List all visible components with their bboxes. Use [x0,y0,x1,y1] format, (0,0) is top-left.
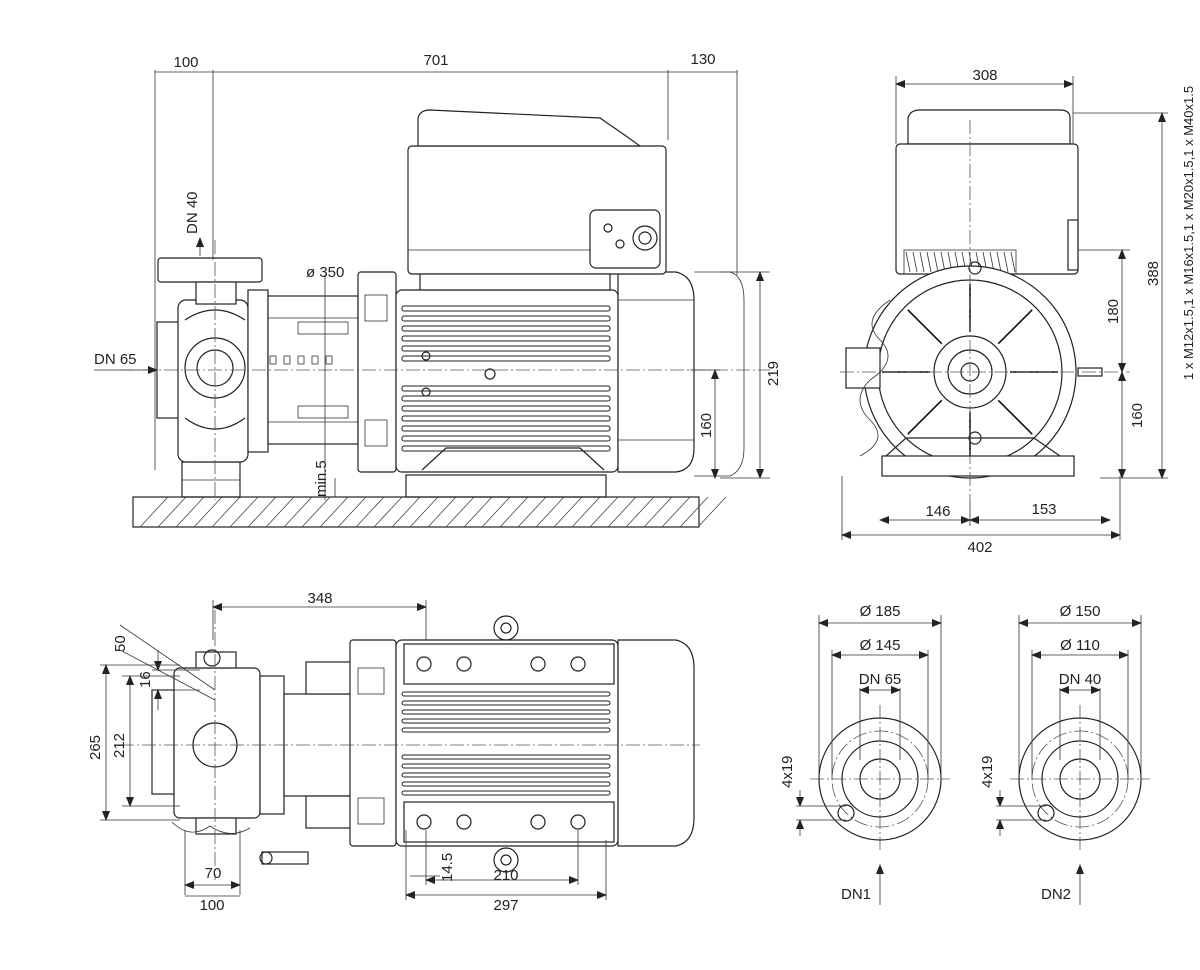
dim-discharge-nozzle: DN 65 [94,351,137,368]
flange-dn65-label: DN1 [841,886,871,903]
dim-total-height: 219 [765,361,782,386]
end-drive-box [895,109,1079,275]
flange-dn65: Ø 185 Ø 145 DN 65 4x19 DN1 [779,603,950,905]
top-view: 348 50 16 265 212 70 100 14.5 210 297 [87,590,700,914]
dim-bolt-hole: 14.5 [439,853,456,882]
dim-height-to-box: 388 [1145,261,1162,286]
foundation-base [132,496,727,528]
dim-outer-width: 265 [87,735,104,760]
dim-foot-spacing: 70 [205,865,222,882]
dim-lip: 16 [137,671,154,688]
dim-right-half: 153 [1031,501,1056,518]
flange-dn40-nominal: DN 40 [1059,671,1102,688]
flange-dn40: Ø 150 Ø 110 DN 40 4x19 DN2 [979,603,1150,905]
motor-flange [357,271,397,473]
flange-dn40-holes: 4x19 [979,755,996,788]
dim-foot-length: 210 [493,867,518,884]
dim-top-width: 308 [972,67,997,84]
dim-base-offset: 100 [199,897,224,914]
cable-gland-spec: 1 x M12x1.5,1 x M16x1.5,1 x M20x1.5,1 x … [1181,86,1196,380]
top-dimensions [100,600,607,900]
dim-end-shaft-height: 160 [1129,403,1146,428]
top-motor-body [395,615,619,873]
side-view: 100 701 130 DN 40 ø 350 DN 65 219 160 mi… [94,51,782,528]
dim-motor-overhang: 130 [690,51,715,68]
top-fan-cover [617,639,695,847]
side-dimensions [94,70,770,500]
flange-dn65-bolt-circle: Ø 145 [860,637,901,654]
flange-dn65-outer-diameter: Ø 185 [860,603,901,620]
flange-dn40-bolt-circle: Ø 110 [1060,637,1100,654]
flange-dn40-label: DN2 [1041,886,1071,903]
motor-end-shield [845,261,1103,479]
flange-dn65-nominal: DN 65 [859,671,902,688]
dim-inlet-offset: 100 [173,54,198,71]
dim-box-offset: 180 [1105,299,1122,324]
dim-base-length: 297 [493,897,518,914]
end-dimensions [841,76,1168,540]
pump-casing [156,257,269,463]
dim-flange-diameter: ø 350 [306,264,344,281]
fan-cover [617,271,695,473]
motor-body [395,289,619,473]
dim-overall-length: 701 [423,52,448,69]
dim-min-clearance: min.5 [313,460,330,497]
drive-box [407,109,667,291]
dim-angle: 50 [112,635,129,652]
dim-inner-width: 212 [111,733,128,758]
dim-suction-nozzle: DN 40 [184,191,201,234]
dim-overall-width: 402 [967,539,992,556]
flange-dn40-outer-diameter: Ø 150 [1060,603,1101,620]
top-motor-flange [349,639,397,847]
flange-dn65-holes: 4x19 [779,755,796,788]
dim-shaft-height: 160 [698,413,715,438]
end-view: 308 388 180 160 146 153 402 1 x M12x1.5,… [840,67,1196,556]
dim-nozzle-distance: 348 [307,590,332,607]
dim-left-half: 146 [925,503,950,520]
